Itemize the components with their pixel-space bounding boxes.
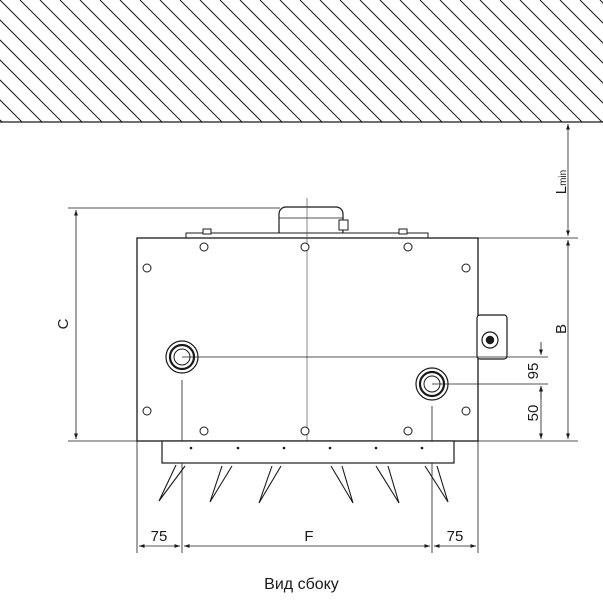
- hatch-line: [519, 0, 603, 84]
- hatch-line: [479, 0, 603, 122]
- dimension-75-right-label: 75: [447, 528, 464, 545]
- hatch-line: [179, 0, 303, 122]
- hatch-line: [439, 0, 563, 122]
- hatch-line: [579, 0, 603, 24]
- hatch-line: [159, 0, 283, 122]
- hatch-line: [359, 0, 483, 122]
- hatch-line: [0, 99, 23, 122]
- hatch-line: [339, 0, 463, 122]
- dimension-lmin: [478, 124, 578, 239]
- hatch-line: [539, 0, 603, 64]
- dimension-f-label: F: [304, 528, 313, 545]
- pipe-reference-lines: [181, 356, 548, 553]
- hatch-line: [219, 0, 343, 122]
- dimension-bottom-extensions: [136, 441, 479, 553]
- hatch-line: [99, 0, 223, 122]
- side-connector-box: [476, 314, 508, 360]
- hatch-line: [399, 0, 523, 122]
- hatch-line: [19, 0, 143, 122]
- hatch-line: [459, 0, 583, 122]
- grille-dots: [189, 446, 424, 450]
- grille-louvres: [158, 464, 449, 504]
- hatch-line: [499, 0, 603, 104]
- hatch-line: [0, 79, 43, 122]
- hatch-line: [299, 0, 423, 122]
- mounting-holes: [142, 242, 471, 436]
- hatch-line: [119, 0, 243, 122]
- hatch-line: [0, 59, 63, 122]
- hatch-line: [59, 0, 183, 122]
- dimension-c: [68, 207, 280, 442]
- hatch-line: [259, 0, 383, 122]
- hatch-line: [379, 0, 503, 122]
- hatch-line: [139, 0, 263, 122]
- hatch-line: [199, 0, 323, 122]
- hatch-line: [239, 0, 363, 122]
- dimension-b: [454, 240, 578, 442]
- ceiling-hatch: [0, 0, 603, 122]
- hatch-line: [39, 0, 163, 122]
- dimension-50-label: 50: [525, 405, 542, 422]
- hatch-line: [0, 0, 123, 122]
- hatch-line: [79, 0, 203, 122]
- bottom-grille-frame: [161, 440, 455, 464]
- dimension-b-label: B: [553, 324, 570, 334]
- dimension-75-left-label: 75: [151, 528, 168, 545]
- hatch-line: [319, 0, 443, 122]
- hatch-line: [419, 0, 543, 122]
- top-fan-connector: [338, 219, 349, 231]
- hatch-line: [279, 0, 403, 122]
- hatch-line: [559, 0, 603, 44]
- dimension-lmin-label: Lmin: [553, 170, 570, 194]
- hatch-line: [0, 39, 83, 122]
- hatch-line: [0, 19, 103, 122]
- drawing-caption: Вид сбоку: [264, 576, 339, 593]
- dimension-c-label: C: [55, 318, 72, 329]
- heater-body: [136, 237, 479, 442]
- dimension-95-label: 95: [525, 363, 542, 380]
